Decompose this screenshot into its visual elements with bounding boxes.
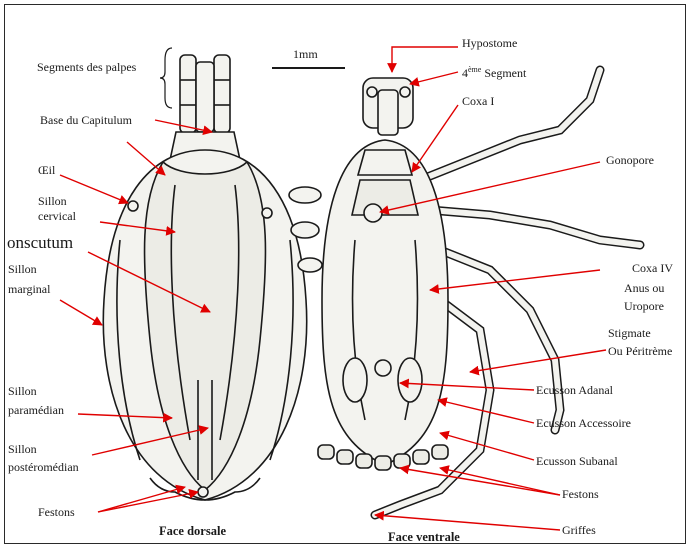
label-stigmate-1: Stigmate — [608, 327, 651, 340]
label-griffes: Griffes — [562, 524, 596, 537]
label-coxa-4: Coxa IV — [632, 262, 673, 275]
label-gonopore: Gonopore — [606, 154, 654, 167]
label-sillon-cervical-2: cervical — [38, 210, 76, 223]
caption-face-dorsale: Face dorsale — [159, 525, 226, 538]
label-segments-palpes: Segments des palpes — [37, 61, 136, 74]
label-oeil: Œil — [38, 164, 55, 177]
label-stigmate-2: Ou Péritrème — [608, 345, 672, 358]
label-4eme-segment: 4ème Segment — [462, 63, 526, 80]
caption-face-ventrale: Face ventrale — [388, 531, 460, 544]
label-ecusson-accessoire: Ecusson Accessoire — [536, 417, 631, 430]
label-conscutum: onscutum — [7, 234, 73, 252]
label-anus-1: Anus ou — [624, 282, 664, 295]
label-festons-dorsal: Festons — [38, 506, 75, 519]
label-coxa-1: Coxa I — [462, 95, 494, 108]
label-sillon-cervical-1: Sillon — [38, 195, 67, 208]
label-sillon-posteromedian-2: postéromédian — [8, 461, 79, 474]
ventral-tick — [289, 70, 640, 515]
label-ecusson-adanal: Ecusson Adanal — [536, 384, 613, 397]
label-hypostome: Hypostome — [462, 37, 517, 50]
label-ecusson-subanal: Ecusson Subanal — [536, 455, 618, 468]
dorsal-tick — [103, 55, 306, 500]
label-sillon-marginal-1: Sillon — [8, 263, 37, 276]
scale-bar-label: 1mm — [293, 47, 318, 62]
label-sillon-posteromedian-1: Sillon — [8, 443, 37, 456]
label-festons-ventral: Festons — [562, 488, 599, 501]
palps-brace — [160, 48, 172, 108]
label-sillon-marginal-2: marginal — [8, 283, 50, 296]
label-4eme-segment-suffix: ème — [468, 65, 481, 74]
label-sillon-paramedian-1: Sillon — [8, 385, 37, 398]
label-base-capitulum: Base du Capitulum — [40, 114, 132, 127]
label-4eme-segment-word: Segment — [481, 66, 526, 80]
label-sillon-paramedian-2: paramédian — [8, 404, 64, 417]
label-anus-2: Uropore — [624, 300, 664, 313]
